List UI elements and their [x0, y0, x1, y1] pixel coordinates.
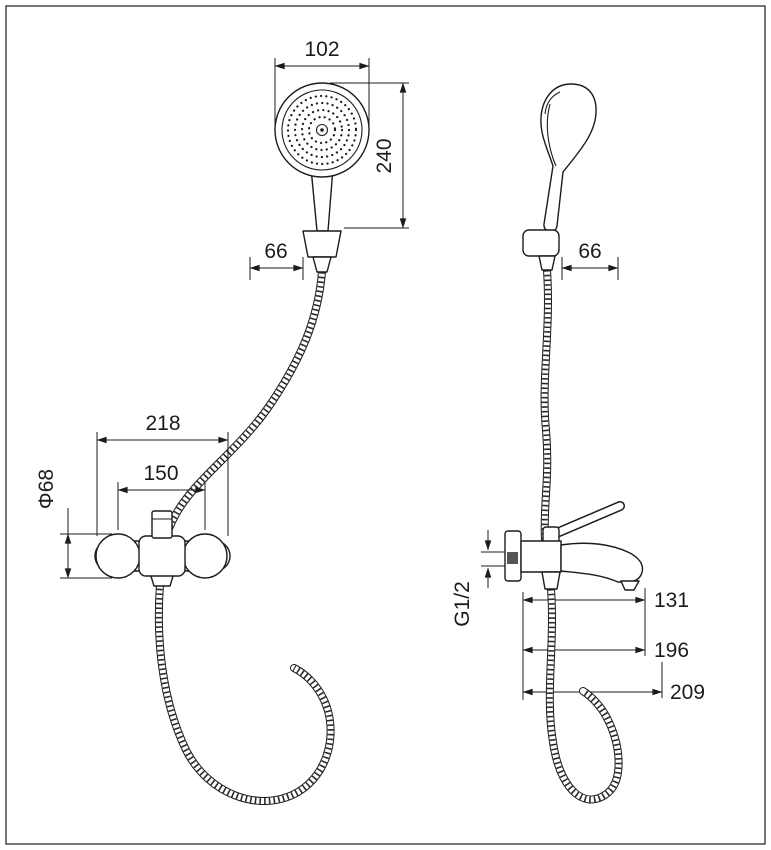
- shower-hose-front: [154, 268, 335, 805]
- dim-label-bracket-offset-front: 66: [264, 240, 287, 263]
- lever-handle-front: [151, 510, 173, 539]
- mixer-body-side: [520, 540, 562, 573]
- dim-thread: G1/2: [451, 530, 505, 627]
- shower-head-front: [274, 82, 370, 232]
- dim-head-width: 102: [274, 38, 370, 126]
- dim-label-reach-long: 209: [670, 681, 705, 704]
- dim-head-height: 240: [330, 82, 409, 229]
- dim-bracket-offset-side: 66: [561, 240, 619, 280]
- drawing-border-frame: [5, 5, 766, 845]
- side-view: 131 196 209: [451, 83, 705, 804]
- dim-label-thread: G1/2: [451, 581, 474, 627]
- mixer-side: [504, 501, 644, 591]
- dim-label-reach-mid: 196: [654, 639, 689, 662]
- hose-nut-side: [538, 255, 556, 271]
- hose-nut-front: [312, 256, 332, 273]
- escutcheon-left: [95, 533, 141, 579]
- dim-escutcheon-diameter: Φ68: [35, 469, 112, 579]
- spray-nozzle-ring: [307, 115, 337, 145]
- spray-nozzle-ring: [286, 94, 358, 166]
- dim-label-center-distance: 150: [143, 462, 178, 485]
- wall-bracket-side: [522, 229, 560, 271]
- dim-label-bracket-offset-side: 66: [578, 240, 601, 263]
- front-view: 102 240 66 218 150: [35, 38, 409, 805]
- dim-label-body-width: 218: [145, 412, 180, 435]
- dim-body-width: 218: [96, 412, 229, 536]
- hose-outlet-side: [541, 571, 561, 590]
- spray-nozzle-ring: [300, 108, 344, 152]
- dim-label-head-height: 240: [373, 138, 396, 173]
- cartridge-housing: [138, 535, 186, 577]
- bath-spout: [560, 542, 644, 583]
- wall-bracket-front: [302, 230, 342, 273]
- mixer-front: [94, 510, 231, 587]
- dim-label-reach-short: 131: [654, 589, 689, 612]
- dim-label-escutcheon-diameter: Φ68: [35, 469, 58, 509]
- inlet-connection-mark: [507, 552, 518, 564]
- dim-bracket-offset-front: 66: [249, 240, 304, 280]
- dim-reach-group: 131 196 209: [522, 588, 705, 704]
- shower-head-side: [540, 83, 597, 233]
- dim-center-distance: 150: [117, 462, 206, 530]
- spout-aerator: [620, 580, 640, 591]
- lever-handle-side: [547, 501, 625, 540]
- spray-nozzle-ring: [293, 101, 351, 159]
- shower-hose-side: [540, 266, 623, 804]
- escutcheon-right: [182, 533, 228, 579]
- dim-label-head-width: 102: [304, 38, 339, 61]
